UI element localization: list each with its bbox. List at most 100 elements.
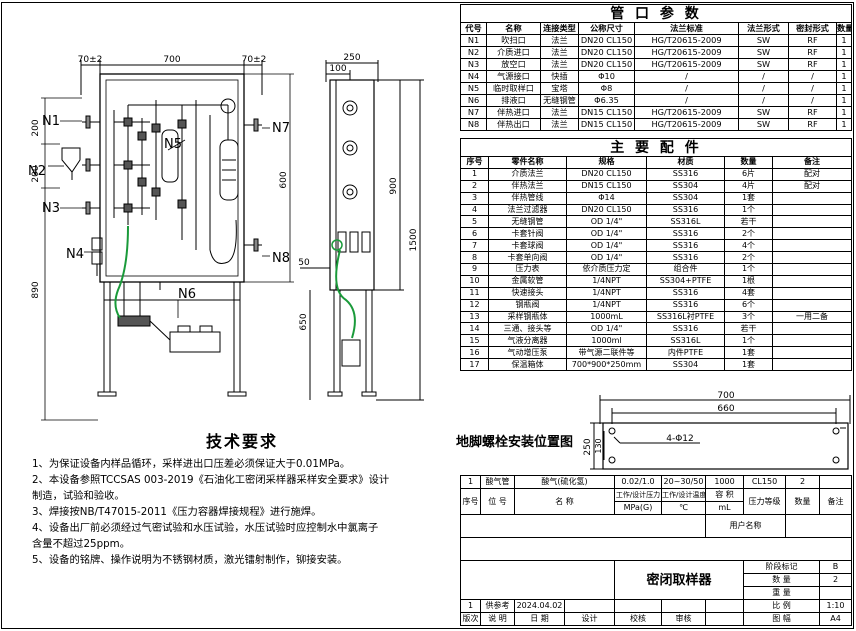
unit-pressure: MPa(G) xyxy=(614,501,662,515)
front-view xyxy=(61,60,263,397)
parts-cell: 卡套单向阀 xyxy=(488,251,567,265)
parts-cell: SS316 xyxy=(646,203,725,217)
parts-cell: SS316L衬PTFE xyxy=(646,310,725,324)
parts-cell: SS316 xyxy=(646,239,725,253)
nozzle-header: 密封形式 xyxy=(788,22,837,35)
side-dim-depth: 250 xyxy=(343,53,360,63)
scale-value: 1:10 xyxy=(819,599,852,613)
parts-cell: SS316 xyxy=(646,286,725,300)
parts-cell: SS304+PTFE xyxy=(646,274,725,288)
parts-cell: 2个 xyxy=(724,227,773,241)
nozzle-cell: 1 xyxy=(836,70,852,83)
stage-value: B xyxy=(819,560,852,574)
nozzle-cell: 1 xyxy=(836,82,852,95)
parts-cell: 1个 xyxy=(724,203,773,217)
parts-cell: 气液分离器 xyxy=(488,334,567,348)
param-temp: 20~30/50 xyxy=(661,475,706,489)
parts-cell: 700*900*250mm xyxy=(566,358,647,372)
parts-cell: 1套 xyxy=(724,358,773,372)
nozzle-cell: 伴热进口 xyxy=(486,106,541,119)
nozzle-cell: DN20 CL150 xyxy=(578,46,635,59)
rev-no: 1 xyxy=(460,599,481,613)
nozzle-cell: RF xyxy=(788,46,837,59)
parts-cell: 4片 xyxy=(724,179,773,193)
parts-cell: 1/4NPT xyxy=(566,298,647,312)
parts-cell: 4套 xyxy=(724,286,773,300)
anchor-dim-inner: 660 xyxy=(717,404,734,414)
nozzle-cell: 法兰 xyxy=(540,118,579,131)
nozzle-header: 名称 xyxy=(486,22,541,35)
parts-cell xyxy=(772,322,852,336)
hdr-temp: 工作/设计温度 xyxy=(661,488,706,502)
parts-cell xyxy=(772,215,852,229)
parts-cell xyxy=(772,251,852,265)
parts-cell: 配对 xyxy=(772,179,852,193)
parts-cell xyxy=(772,191,852,205)
nozzle-cell: HG/T20615-2009 xyxy=(634,118,739,131)
unit-temp: ℃ xyxy=(661,501,706,515)
parts-cell xyxy=(772,227,852,241)
parts-cell: SS304 xyxy=(646,179,725,193)
side-dim-offset50: 50 xyxy=(298,258,310,268)
front-dim-right-offset: 70±2 xyxy=(242,55,267,65)
parts-table-title: 主 要 配 件 xyxy=(460,138,852,157)
label-n3: N3 xyxy=(42,201,60,216)
front-dim-n2n3: 200 xyxy=(31,165,41,182)
parts-cell: 2 xyxy=(460,179,489,193)
nozzle-cell: RF xyxy=(788,58,837,71)
rev-date: 2024.04.02 xyxy=(514,599,565,613)
nozzle-cell: 1 xyxy=(836,118,852,131)
label-n7: N7 xyxy=(272,121,290,136)
nozzle-cell: / xyxy=(738,82,789,95)
nozzle-cell: 1 xyxy=(836,46,852,59)
rev-hdr-design: 设计 xyxy=(564,612,615,626)
parts-cell: 法兰过滤器 xyxy=(488,203,567,217)
parts-cell: SS316 xyxy=(646,298,725,312)
parts-cell xyxy=(772,286,852,300)
param-volume: 1000 xyxy=(705,475,744,489)
label-n5: N5 xyxy=(164,137,182,152)
parts-cell: 一用二备 xyxy=(772,310,852,324)
anchor-dim-hole: 130 xyxy=(594,438,603,453)
product-name: 密闭取样器 xyxy=(614,560,744,600)
parts-cell: 1000mL xyxy=(566,310,647,324)
stage-label: 阶段标记 xyxy=(743,560,820,574)
nozzle-cell: 1 xyxy=(836,34,852,47)
anchor-dim-outer: 700 xyxy=(717,391,734,401)
side-green-hose xyxy=(335,249,356,339)
parts-cell: 5 xyxy=(460,215,489,229)
parts-cell: 2个 xyxy=(724,251,773,265)
side-view xyxy=(300,60,424,401)
nozzle-cell: 1 xyxy=(836,94,852,107)
nozzle-cell: 放空口 xyxy=(486,58,541,71)
hdr-remark: 备注 xyxy=(819,488,852,515)
nozzle-header: 数量 xyxy=(836,22,852,35)
nozzle-cell: Φ6.35 xyxy=(578,94,635,107)
parts-cell: 若干 xyxy=(724,322,773,336)
tech-requirement-item: 2、本设备参照TCCSAS 003-2019《石油化工密闭采样器采样安全要求》设… xyxy=(32,474,390,486)
anchor-plan-label: 地脚螺栓安装位置图 xyxy=(456,435,574,450)
parts-cell: 1套 xyxy=(724,346,773,360)
nozzle-cell: N1 xyxy=(460,34,487,47)
nozzle-cell: RF xyxy=(788,106,837,119)
nozzle-cell: 1 xyxy=(836,106,852,119)
parts-cell: 1/4NPT xyxy=(566,286,647,300)
nozzle-cell: 临时取样口 xyxy=(486,82,541,95)
param-class: CL150 xyxy=(743,475,786,489)
parts-cell: OD 1/4" xyxy=(566,215,647,229)
nozzle-cell: HG/T20615-2009 xyxy=(634,34,739,47)
parts-cell: 若干 xyxy=(724,215,773,229)
parts-cell: 3个 xyxy=(724,310,773,324)
parts-cell: 伴热法兰 xyxy=(488,179,567,193)
